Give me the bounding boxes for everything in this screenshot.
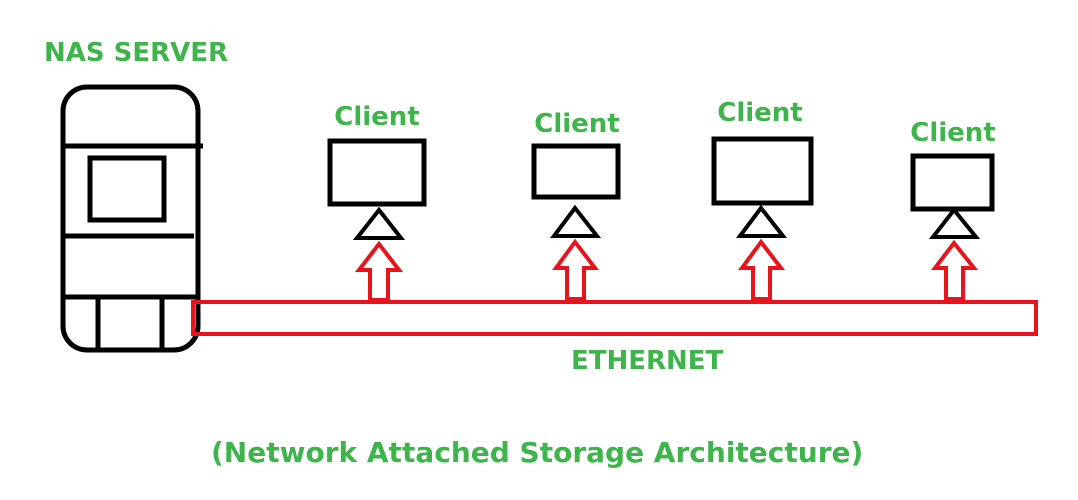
client-label-1: Client	[334, 102, 420, 132]
client-link-arrow-1	[354, 240, 404, 302]
ethernet-bus	[191, 300, 1038, 336]
client-stand-4	[928, 206, 981, 239]
client-label-3: Client	[717, 98, 803, 128]
client-4	[910, 153, 995, 301]
client-1	[327, 138, 427, 302]
diagram-caption: (Network Attached Storage Architecture)	[211, 436, 864, 469]
nas-server-display	[87, 155, 167, 223]
client-3	[711, 136, 814, 301]
client-label-2: Client	[534, 109, 620, 139]
nas-server-body	[60, 84, 201, 353]
client-label-4: Client	[910, 118, 996, 148]
client-link-arrow-3	[738, 238, 786, 301]
client-stand-3	[736, 204, 788, 238]
ethernet-label: ETHERNET	[571, 346, 724, 376]
client-monitor-4	[910, 153, 995, 212]
client-monitor-3	[711, 136, 814, 206]
nas-server-icon	[60, 84, 203, 353]
client-link-arrow-2	[552, 238, 600, 301]
client-monitor-2	[531, 143, 621, 200]
client-stand-2	[550, 204, 602, 238]
client-2	[531, 143, 621, 301]
client-monitor-1	[327, 138, 427, 207]
client-stand-1	[352, 206, 406, 240]
nas-server-title: NAS SERVER	[44, 38, 229, 68]
client-link-arrow-4	[930, 239, 979, 301]
